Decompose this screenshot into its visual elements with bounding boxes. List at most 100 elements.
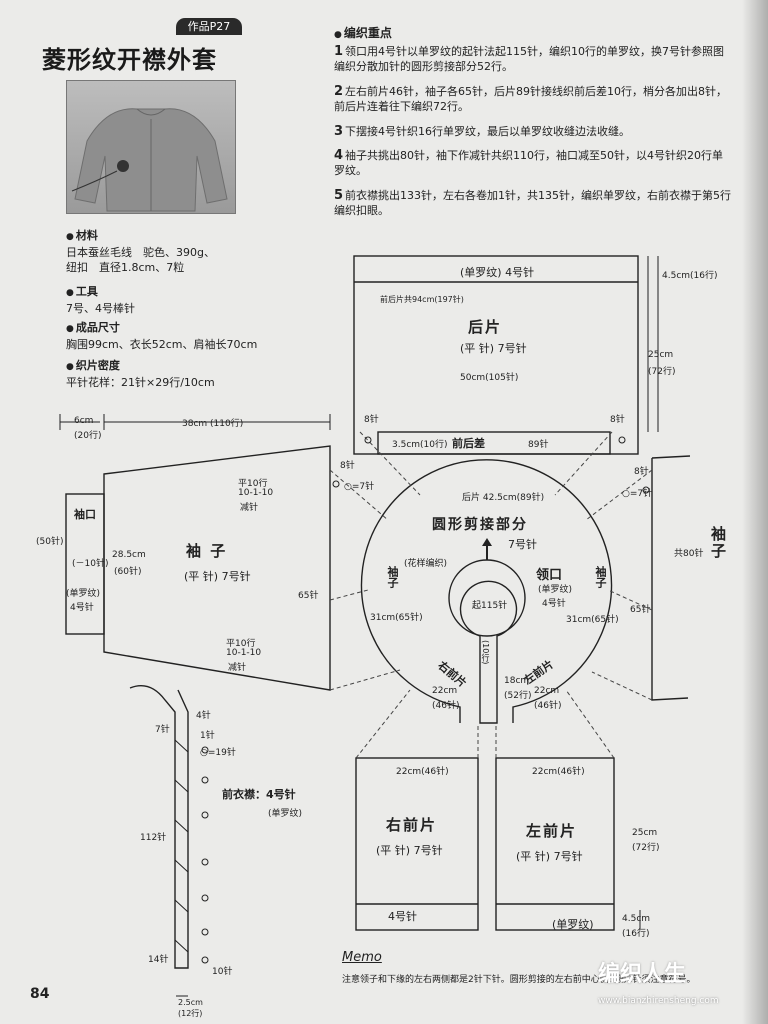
- tools-heading: 工具: [66, 284, 135, 301]
- rf-46: (46针): [432, 701, 460, 711]
- band-19: ○=19针: [200, 748, 236, 758]
- sleeve-dec1b: 10-1-10: [238, 488, 274, 498]
- band-4: 4针: [196, 711, 211, 721]
- collar-rows: (10行): [481, 640, 490, 665]
- garment-photo: [66, 80, 236, 214]
- sleeve-dec2c: 减针: [228, 663, 247, 673]
- materials-line-2: 纽扣 直径1.8cm、7粒: [66, 261, 185, 274]
- band-7: 7针: [155, 725, 170, 735]
- lf-46: (46针): [534, 701, 562, 711]
- watermark-url: www.bianzhirensheng.com: [598, 996, 719, 1006]
- back-total-label: 前后片共94cm(197针): [380, 295, 464, 304]
- back-h2b: (72行): [648, 367, 676, 377]
- back-89: 89针: [528, 440, 549, 450]
- collar-cast: 起115针: [472, 601, 508, 611]
- page-number: 84: [30, 986, 50, 1002]
- back-diff-b: 前后差: [452, 437, 485, 450]
- front-band-outline: [129, 685, 189, 969]
- yoke-31-left: 31cm(65针): [370, 613, 423, 623]
- yoke-pattern: (花样编织): [404, 559, 448, 569]
- band-1: 1针: [200, 731, 215, 741]
- collar-title: 领口: [536, 568, 563, 583]
- yoke-sleeve-right: 袖子: [594, 566, 607, 588]
- back-8-left: 8针: [364, 415, 379, 425]
- band-rib: (单罗纹): [268, 809, 303, 819]
- sleeve-20: (20行): [74, 431, 102, 441]
- band-112: 112针: [140, 833, 167, 843]
- size-heading: 成品尺寸: [66, 320, 257, 337]
- tools-block: 工具 7号、4号棒针: [66, 284, 135, 316]
- sleeve-stitch: (平 针) 7号针: [184, 570, 251, 583]
- back-rib-label: (单罗纹) 4号针: [460, 266, 535, 279]
- left-front-piece: [495, 757, 615, 931]
- right-sleeve-8: 8针: [634, 467, 649, 477]
- work-tag: 作品P27: [176, 18, 242, 35]
- right-front-rib: 4号针: [388, 910, 417, 923]
- sleeve-6: 6cm: [74, 416, 94, 426]
- sleeve-dec2a: 平10行: [226, 639, 256, 649]
- materials-line-1: 日本蚕丝毛线 驼色、390g、: [66, 246, 215, 259]
- right-sleeve-outline: [651, 455, 691, 701]
- left-front-h2: 4.5cm: [622, 914, 651, 924]
- sleeve-4: 4号针: [70, 603, 94, 613]
- sleeve-38: 38cm (110行): [182, 419, 244, 429]
- right-front-stitch: (平 针) 7号针: [376, 844, 443, 857]
- left-front-title: 左前片: [526, 822, 578, 840]
- band-14: 14针: [148, 955, 169, 965]
- left-front-stitch: (平 针) 7号针: [516, 850, 583, 863]
- band-title: 前衣襟：4号针: [222, 788, 296, 801]
- sleeve-dec2b: 10-1-10: [226, 648, 262, 658]
- band-12: (12行): [178, 1009, 203, 1018]
- gauge-block: 织片密度 平针花样：21针×29行/10cm: [66, 358, 215, 390]
- right-front-title: 右前片: [386, 816, 438, 834]
- yoke-title: 圆形剪接部分: [432, 517, 528, 533]
- yoke-outline: [360, 459, 613, 723]
- yoke-sleeve-left: 袖子: [386, 566, 399, 588]
- right-front-width: 22cm(46针): [396, 767, 449, 777]
- memo-title: Memo: [342, 950, 382, 965]
- sleeve-rib: (单罗纹): [66, 589, 101, 599]
- yoke-back: 后片 42.5cm(89针): [462, 493, 545, 503]
- back-title: 后片: [468, 318, 503, 336]
- sleeve-dec1c: 减针: [240, 503, 259, 513]
- right-sleeve-title: 袖子: [709, 526, 727, 560]
- tools-line: 7号、4号棒针: [66, 302, 135, 315]
- back-h2: 25cm: [648, 350, 674, 360]
- band-10: 10针: [212, 967, 233, 977]
- back-8-right: 8针: [610, 415, 625, 425]
- page-title: 菱形纹开襟外套: [42, 46, 217, 74]
- size-block: 成品尺寸 胸围99cm、衣长52cm、肩袖长70cm: [66, 320, 257, 352]
- right-sleeve-80: 共80针: [674, 549, 704, 559]
- sleeve-minus: (－10针): [72, 559, 109, 569]
- lf-18: 18cm: [504, 676, 530, 686]
- size-line: 胸围99cm、衣长52cm、肩袖长70cm: [66, 338, 258, 351]
- yoke-31-right: 31cm(65针): [566, 615, 619, 625]
- sleeve-dec1a: 平10行: [238, 479, 268, 489]
- gauge-line: 平针花样：21针×29行/10cm: [66, 376, 215, 389]
- back-h1: 4.5cm(16行): [662, 271, 718, 281]
- lf-22: 22cm: [534, 686, 560, 696]
- yoke-stitch: 7号针: [508, 538, 537, 551]
- back-diff-a: 3.5cm(10行): [392, 440, 448, 450]
- left-front-rib: (单罗纹): [552, 918, 594, 931]
- sleeve-8: 8针: [340, 461, 355, 471]
- page-shadow: [742, 0, 768, 1024]
- watermark-brand: 编织人生: [598, 962, 687, 987]
- sleeve-65: 65针: [298, 591, 319, 601]
- right-sleeve-7: ○=7针: [622, 489, 653, 499]
- rf-22: 22cm: [432, 686, 458, 696]
- materials-heading: 材料: [66, 228, 215, 245]
- lf-52: (52行): [504, 691, 532, 701]
- materials-block: 材料 日本蚕丝毛线 驼色、390g、 纽扣 直径1.8cm、7粒: [66, 228, 215, 275]
- back-stitch: (平 针) 7号针: [460, 342, 527, 355]
- collar-needle: 4号针: [542, 599, 566, 609]
- back-width: 50cm(105针): [460, 373, 519, 383]
- sleeve-60: (60针): [114, 567, 142, 577]
- collar-rib: (单罗纹): [538, 585, 573, 595]
